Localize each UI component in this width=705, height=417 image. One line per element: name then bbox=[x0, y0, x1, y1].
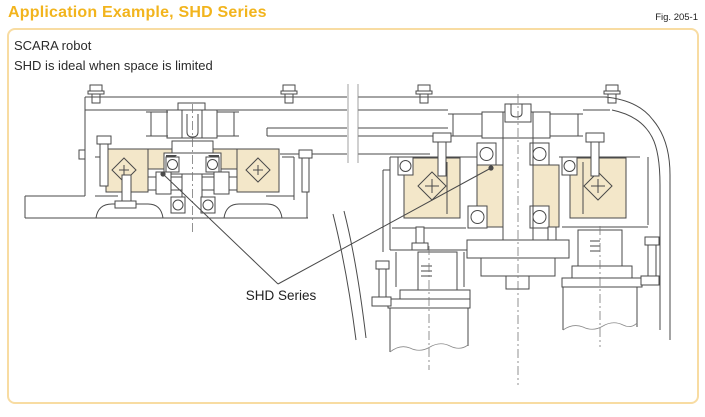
callout-label: SHD Series bbox=[246, 288, 317, 303]
outer-casing-right bbox=[604, 96, 671, 340]
leader-lines bbox=[162, 167, 492, 285]
left-leg bbox=[371, 246, 471, 370]
figure-number-label: Fig. 205-1 bbox=[655, 12, 698, 23]
arm-bolt bbox=[415, 84, 433, 104]
page-title: Application Example, SHD Series bbox=[8, 4, 267, 21]
left-joint-assembly bbox=[24, 97, 313, 234]
bearing bbox=[170, 196, 216, 214]
arm-bolt bbox=[87, 84, 105, 104]
right-joint-assembly bbox=[332, 94, 671, 385]
bolt bbox=[96, 135, 313, 209]
shd-series-callout: SHD Series bbox=[160, 165, 494, 303]
caption-robot-type: SCARA robot bbox=[14, 38, 92, 53]
shd-gear-unit-highlight bbox=[210, 148, 280, 193]
bearing bbox=[165, 156, 220, 173]
bearing bbox=[397, 142, 578, 229]
right-leg bbox=[561, 226, 660, 347]
arm-bolt bbox=[603, 84, 621, 104]
arm-break-lines bbox=[347, 84, 359, 163]
robot-arm-top bbox=[85, 84, 621, 163]
caption-benefit: SHD is ideal when space is limited bbox=[14, 58, 213, 73]
arm-bolt bbox=[280, 84, 298, 104]
outer-casing-left bbox=[332, 210, 367, 341]
